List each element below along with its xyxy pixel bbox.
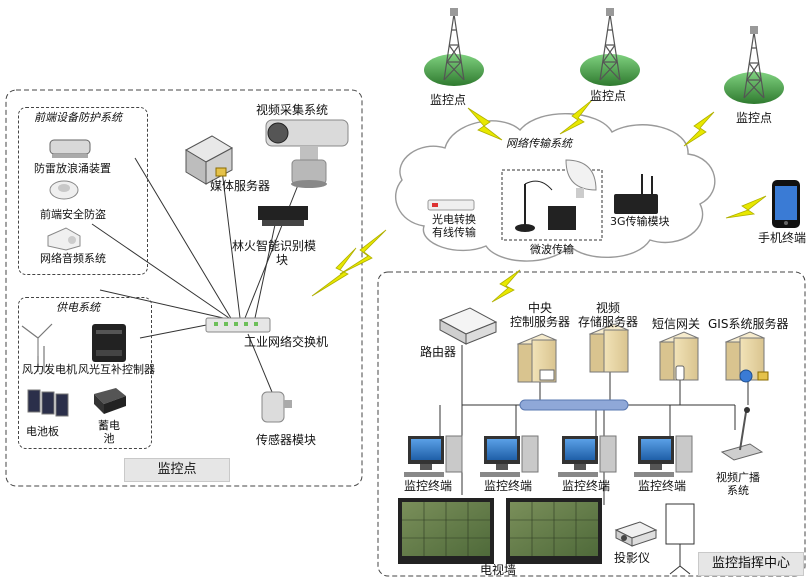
video-wall-label: 电视墙 [480, 563, 517, 577]
battery-label-line1: 蓄电 [98, 419, 120, 432]
microwave-radio-device [515, 180, 576, 232]
monitor-site-tag: 监控点 [124, 458, 230, 482]
frontend-protection-panel [18, 107, 148, 275]
battery-device [94, 388, 126, 414]
gis-server-label: GIS系统服务器 [708, 317, 789, 331]
fiber-label-line2: 有线传输 [432, 225, 476, 239]
fire-recognition-line2: 块 [276, 252, 289, 267]
central-server-label: 中央 控制服务器 [510, 301, 571, 330]
storage-server-label: 视频 存储服务器 [578, 301, 639, 330]
router-label: 路由器 [420, 345, 457, 359]
tower-3 [724, 26, 784, 104]
tower-1-label: 监控点 [430, 93, 467, 107]
storage-server-line1: 视频 [596, 301, 621, 315]
fiber-label-line1: 光电转换 [432, 213, 476, 226]
monitor-site-region [5, 89, 363, 487]
power-system-title: 供电系统 [56, 301, 100, 314]
gis-server-device [724, 331, 769, 383]
storage-server-line2: 存储服务器 [578, 314, 639, 329]
audio-label: 网络音频系统 [40, 252, 106, 265]
sensor-device [261, 391, 292, 423]
solar-panel-device [27, 389, 69, 417]
network-title: 网络传输系统 [506, 137, 572, 150]
switch-label: 工业网络交换机 [244, 335, 329, 349]
battery-label-line2: 池 [103, 431, 115, 445]
central-control-server-device [516, 333, 558, 383]
fire-recognition-line1: 林火智能识别模 [232, 239, 317, 253]
command-center-tag: 监控指挥中心 [698, 552, 804, 576]
video-storage-server-device [588, 323, 630, 373]
broadcast-microphone-device [720, 407, 764, 461]
broadcast-label: 视频广播 系统 [716, 471, 760, 497]
broadcast-line1: 视频广播 [716, 471, 760, 484]
controller-label: 风光互补控制器 [78, 363, 155, 376]
microwave-box [501, 169, 603, 241]
video-capture-label: 视频采集系统 [256, 103, 329, 117]
solar-panel-label: 电池板 [26, 425, 59, 438]
fire-recognition-label: 林火智能识别模 块 [232, 239, 317, 268]
tower-1 [424, 8, 484, 86]
wind-turbine-label: 风力发电机 [22, 363, 77, 376]
tower-3-label: 监控点 [736, 111, 773, 125]
command-center-region [377, 271, 806, 577]
central-server-line2: 控制服务器 [510, 314, 571, 329]
microwave-label: 微波传输 [530, 243, 574, 256]
projector-device [614, 521, 658, 547]
terminal-3-label: 监控终端 [562, 479, 611, 493]
wind-turbine-device [21, 323, 53, 372]
g3-module-device [614, 174, 658, 214]
frontend-protection-title: 前端设备防护系统 [34, 111, 122, 124]
broadcast-line2: 系统 [727, 483, 749, 497]
media-server-device [184, 135, 234, 185]
fire-recognition-device [258, 206, 308, 226]
surge-label: 防雷放浪涌装置 [34, 162, 111, 175]
sensor-label: 传感器模块 [256, 433, 317, 447]
network-bus [519, 399, 629, 411]
audio-speaker-device [47, 227, 81, 251]
sms-gateway-label: 短信网关 [652, 317, 701, 331]
industrial-switch-device [205, 317, 271, 333]
video-wall-device [398, 498, 602, 564]
mobile-label: 手机终端 [758, 231, 807, 245]
anti-theft-label: 前端安全防盗 [40, 208, 106, 221]
surge-protector-device [49, 139, 91, 158]
microwave-antenna-device [565, 159, 597, 198]
terminal-3 [558, 435, 617, 477]
tower-2 [580, 8, 640, 86]
fiber-converter-device [427, 199, 475, 211]
sms-gateway-device [658, 331, 700, 381]
controller-device [92, 324, 126, 362]
terminal-1 [404, 435, 463, 477]
g3-label: 3G传输模块 [610, 215, 670, 228]
media-server-label: 媒体服务器 [210, 179, 271, 193]
battery-label: 蓄电 池 [98, 419, 120, 445]
router-device [438, 307, 498, 345]
terminal-2 [480, 435, 539, 477]
network-cloud [395, 112, 716, 262]
mobile-phone-device [772, 180, 800, 228]
wireless-bolts [311, 99, 767, 303]
projection-screen-device [665, 503, 695, 575]
tower-2-label: 监控点 [590, 89, 627, 103]
terminal-2-label: 监控终端 [484, 479, 533, 493]
projector-label: 投影仪 [614, 551, 651, 565]
terminal-4-label: 监控终端 [638, 479, 687, 493]
anti-theft-device [49, 180, 79, 200]
power-system-panel [18, 297, 152, 449]
fiber-label: 光电转换 有线传输 [432, 213, 476, 239]
central-server-line1: 中央 [528, 301, 553, 315]
terminal-4 [634, 435, 693, 477]
terminal-1-label: 监控终端 [404, 479, 453, 493]
video-capture-camera [265, 119, 349, 188]
site-links [91, 157, 301, 393]
